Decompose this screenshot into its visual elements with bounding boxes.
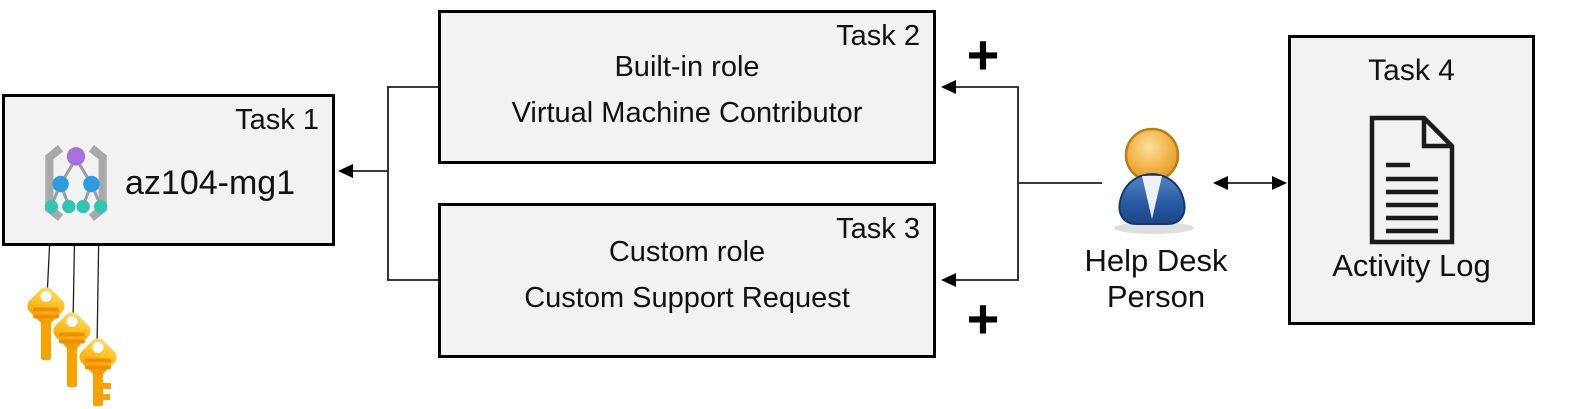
activity-log-caption: Activity Log <box>1332 248 1491 283</box>
arrowhead-left-icon <box>941 80 956 94</box>
key-icon <box>53 312 91 387</box>
management-group-icon <box>44 144 108 222</box>
task2-role-name: Virtual Machine Contributor <box>511 97 863 129</box>
access-keys-icon <box>27 287 117 406</box>
help-desk-person-label: Help Desk Person <box>1056 243 1256 315</box>
task3-label: Task 3 <box>836 213 920 245</box>
task3-role-name: Custom Support Request <box>524 282 850 314</box>
help-desk-person-label-line1: Help Desk <box>1084 243 1228 278</box>
helpdesk-activitylog-arrow <box>1213 176 1287 190</box>
key-icon <box>79 338 117 406</box>
arrowhead-left-icon <box>1213 176 1228 190</box>
help-desk-person-label-line2: Person <box>1106 279 1206 314</box>
arrowhead-left-icon <box>941 273 956 287</box>
task1-box: Task 1 az104-mg1 <box>2 94 335 246</box>
activity-log-document-icon <box>1369 115 1454 245</box>
task3-box: Task 3 Custom role Custom Support Reques… <box>438 203 936 358</box>
task1-label: Task 1 <box>235 104 319 136</box>
task2-box: Task 2 Built-in role Virtual Machine Con… <box>438 10 936 164</box>
task4-label: Task 4 <box>1368 54 1455 87</box>
task2-label: Task 2 <box>836 20 920 52</box>
plus-sign-bottom: + <box>966 287 1000 350</box>
task3-role-type: Custom role <box>608 236 766 268</box>
key-icon <box>27 287 65 360</box>
task4-box: Task 4 Activity Log <box>1288 35 1535 325</box>
plus-sign-top: + <box>966 23 1000 86</box>
person-collar <box>1142 176 1162 219</box>
shadow <box>1114 222 1194 234</box>
task2-role-type: Built-in role <box>614 51 760 83</box>
help-desk-person-icon <box>1114 127 1194 234</box>
roles-to-mg-connector <box>338 86 438 281</box>
arrowhead-left-icon <box>338 164 353 178</box>
arrowhead-right-icon <box>1272 176 1287 190</box>
management-group-name: az104-mg1 <box>125 164 296 202</box>
